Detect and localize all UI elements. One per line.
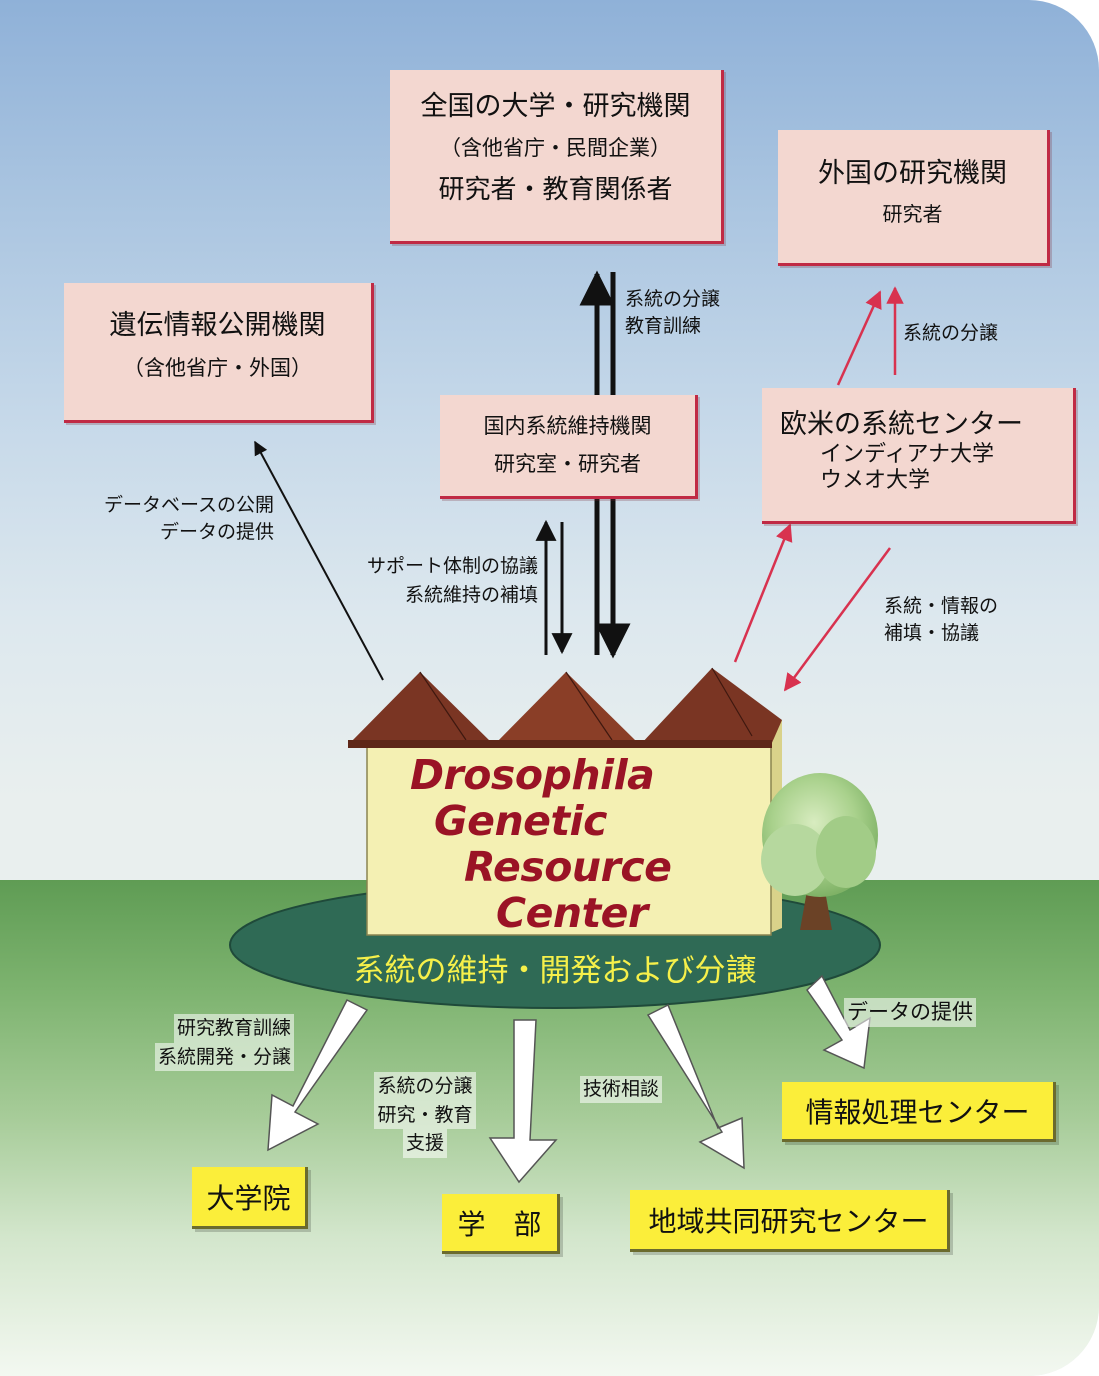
label-support: サポート体制の協議 系統維持の補填 — [366, 555, 538, 607]
arrow-center-to-foreign — [836, 290, 882, 386]
label-tech-consult: 技術相談 — [580, 1076, 663, 1103]
white-arrow-to-info — [806, 974, 871, 1070]
arrow-center-to-domestic — [535, 519, 573, 655]
arrow-western-to-center — [783, 547, 892, 692]
label-research-training: 研究教育訓練 系統開発・分譲 — [100, 1014, 294, 1071]
box-domestic-maintenance: 国内系統維持機関 研究室・研究者 — [440, 395, 698, 499]
arrow-center-to-western — [733, 523, 793, 663]
white-arrow-to-graduate — [267, 998, 369, 1152]
arrow-center-to-genetic-info — [254, 440, 384, 681]
dest-info-center: 情報処理センター — [782, 1082, 1056, 1142]
box-foreign-institutes: 外国の研究機関 研究者 — [778, 130, 1050, 266]
national-universities-title: 全国の大学・研究機関 — [420, 91, 691, 122]
western-centers-indiana: インディアナ大学 — [820, 442, 995, 467]
western-centers-title: 欧米の系統センター — [780, 409, 1023, 440]
foreign-institutes-people: 研究者 — [882, 202, 943, 226]
genetic-info-title: 遺伝情報公開機関 — [109, 310, 326, 341]
national-universities-people: 研究者・教育関係者 — [438, 175, 673, 205]
box-western-centers: 欧米の系統センター インディアナ大学 ウメオ大学 — [762, 388, 1076, 524]
white-arrow-to-faculty — [488, 1019, 558, 1184]
western-centers-umea: ウメオ大学 — [820, 468, 931, 493]
genetic-info-note: （含他省庁・外国） — [123, 356, 312, 380]
foreign-institutes-title: 外国の研究機関 — [818, 158, 1007, 189]
box-national-universities: 全国の大学・研究機関 （含他省庁・民間企業） 研究者・教育関係者 — [390, 70, 724, 244]
dest-faculty: 学 部 — [442, 1194, 560, 1254]
box-genetic-info-institutes: 遺伝情報公開機関 （含他省庁・外国） — [64, 283, 374, 423]
label-data-provision: データの提供 — [844, 998, 976, 1028]
center-activity-label: 系統の維持・開発および分譲 — [353, 953, 757, 989]
dest-regional-center: 地域共同研究センター — [630, 1190, 950, 1252]
resource-center-name: Drosophila Genetic Resource Center — [402, 752, 762, 936]
label-dist-support: 系統の分譲 研究・教育 支援 — [352, 1072, 498, 1158]
white-arrow-to-regional — [646, 1003, 745, 1170]
label-exchange: 系統・情報の 補填・協議 — [884, 595, 999, 644]
center-name-line-3: Resource — [464, 843, 672, 891]
resource-center-building — [348, 667, 782, 936]
domestic-maintenance-people: 研究室・研究者 — [494, 452, 641, 476]
center-name-line-2: Genetic — [434, 797, 607, 845]
dest-graduate-school: 大学院 — [192, 1167, 308, 1229]
center-name-line-1: Drosophila — [410, 751, 655, 799]
tree — [761, 773, 878, 930]
domestic-maintenance-title: 国内系統維持機関 — [483, 414, 652, 438]
national-universities-note: （含他省庁・民間企業） — [440, 136, 671, 160]
center-name-line-4: Center — [496, 889, 648, 937]
label-distribution-foreign: 系統の分譲 — [903, 322, 999, 344]
label-distribution-training: 系統の分譲 教育訓練 — [625, 288, 721, 337]
label-database: データベースの公開 データの提供 — [103, 494, 274, 543]
